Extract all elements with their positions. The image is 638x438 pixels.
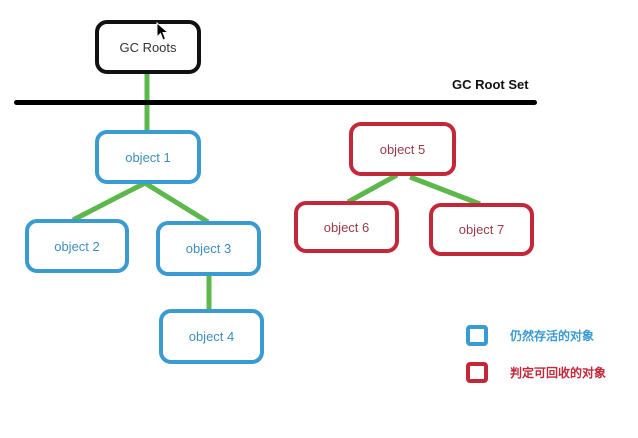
node-object-4[interactable]: object 4 xyxy=(159,309,264,364)
legend-alive-label: 仍然存活的对象 xyxy=(510,329,595,343)
node-label: object 2 xyxy=(54,238,100,254)
node-label: object 1 xyxy=(125,149,171,165)
node-gc-roots[interactable]: GC Roots xyxy=(95,20,201,74)
edge-object5-object7 xyxy=(409,174,481,207)
node-object-3[interactable]: object 3 xyxy=(156,221,261,276)
edge-object1-object2 xyxy=(71,180,147,223)
mouse-cursor-icon xyxy=(156,22,170,41)
node-object-5[interactable]: object 5 xyxy=(349,122,456,176)
root-set-divider xyxy=(14,100,537,105)
edge-object1-object3 xyxy=(143,180,210,225)
root-set-label: GC Root Set xyxy=(452,77,529,92)
node-label: object 7 xyxy=(458,222,505,237)
node-object-7[interactable]: object 7 xyxy=(429,203,534,256)
legend-dead: 判定可回收的对象 xyxy=(466,362,606,383)
node-label: object 3 xyxy=(185,241,232,256)
edge-object5-object6 xyxy=(346,172,399,205)
node-object-2[interactable]: object 2 xyxy=(25,219,129,273)
node-label: object 4 xyxy=(188,329,235,344)
node-label: object 5 xyxy=(379,141,426,157)
node-object-6[interactable]: object 6 xyxy=(294,201,399,253)
blue-square-icon xyxy=(466,325,488,346)
node-label: GC Roots xyxy=(119,39,177,55)
red-square-icon xyxy=(466,362,488,383)
legend-alive: 仍然存活的对象 xyxy=(466,325,594,346)
node-object-1[interactable]: object 1 xyxy=(95,130,201,184)
legend-dead-label: 判定可回收的对象 xyxy=(510,366,607,380)
node-label: object 6 xyxy=(323,219,370,235)
